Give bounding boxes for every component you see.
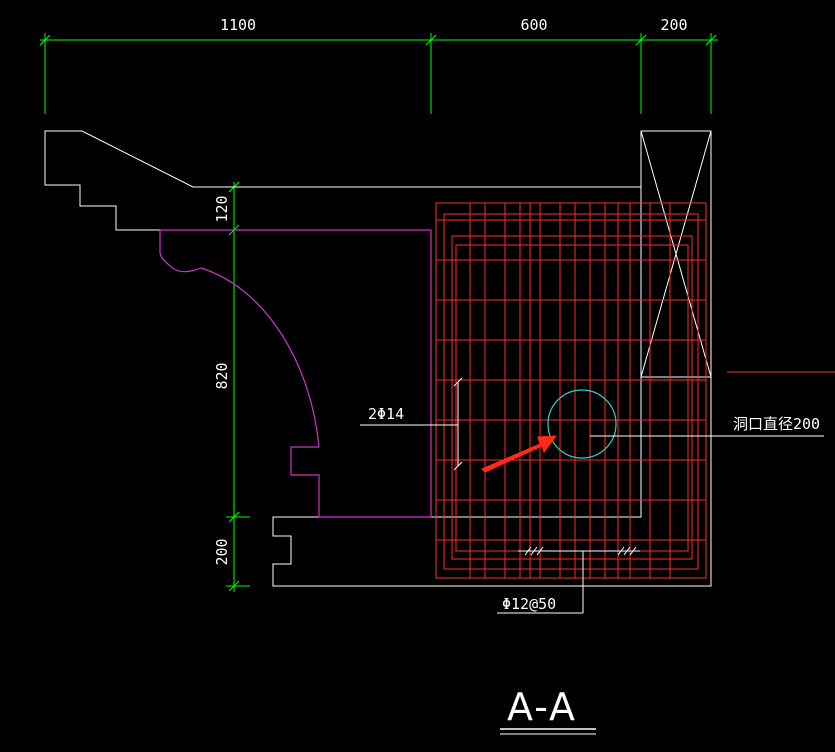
dimension-top-1100: 1100: [220, 16, 256, 34]
hole-diameter-annotation: 洞口直径200: [733, 415, 820, 433]
dimension-top-600: 600: [520, 16, 547, 34]
red-arrow-icon: [481, 435, 558, 473]
rebar-cage: [435, 202, 707, 579]
dimension-lines: [39, 33, 718, 592]
leader-lines: [360, 377, 824, 614]
stirrup-annotation: Φ12@50: [502, 595, 556, 613]
hole-circle: [547, 389, 617, 459]
dimension-left-200: 200: [213, 538, 231, 565]
dimension-left-820: 820: [213, 362, 231, 389]
cornice-profile: [159, 229, 432, 518]
section-outline: [44, 130, 712, 587]
section-title: A-A: [507, 685, 577, 729]
dimension-left-120: 120: [213, 195, 231, 222]
rebar-annotation: 2Φ14: [368, 405, 404, 423]
dimension-top-200: 200: [660, 16, 687, 34]
